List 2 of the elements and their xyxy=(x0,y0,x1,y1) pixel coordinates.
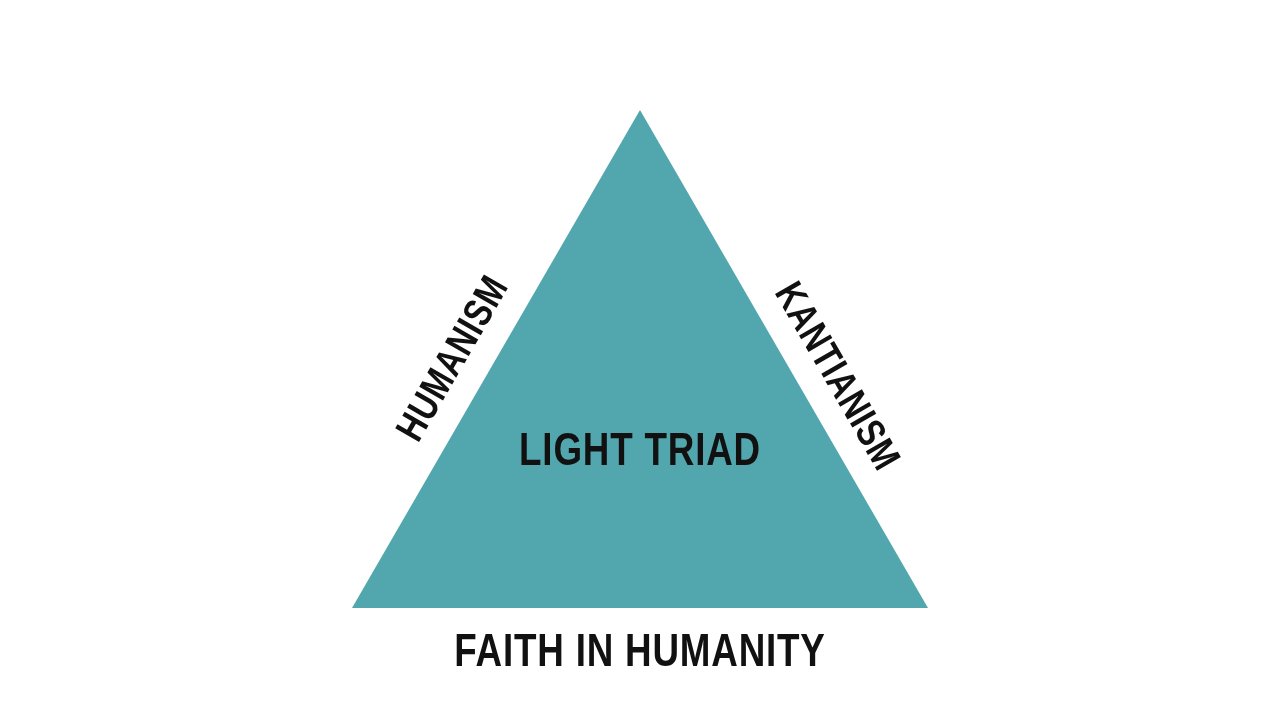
side-label: FAITH IN HUMANITY xyxy=(454,623,826,677)
triangle-title: LIGHT TRIAD xyxy=(519,421,761,476)
